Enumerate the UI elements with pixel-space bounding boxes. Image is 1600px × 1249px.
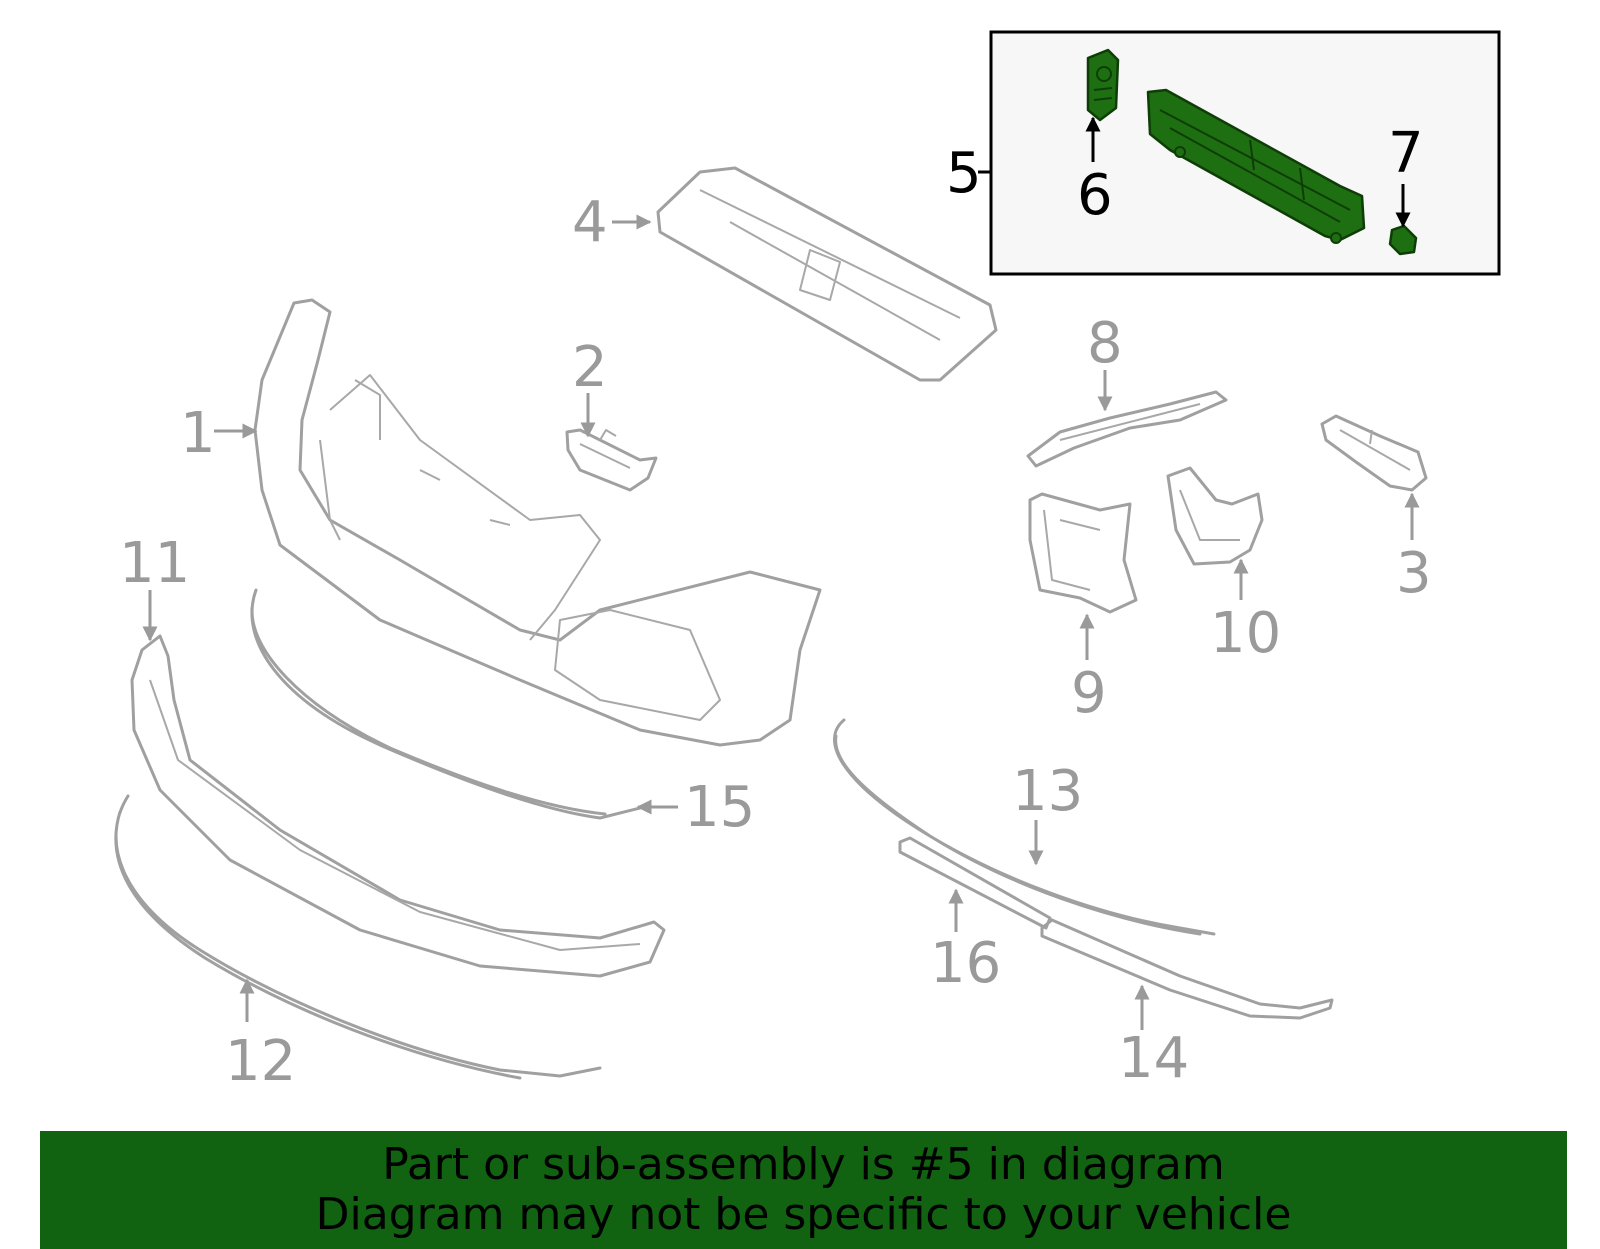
- callout-3: 3: [1396, 541, 1432, 606]
- callout-14: 14: [1118, 1026, 1189, 1091]
- callout-1: 1: [180, 401, 216, 466]
- part-5-air-guide-icon: [1146, 88, 1366, 244]
- callout-13: 13: [1012, 759, 1083, 824]
- part-15-molding: [250, 588, 642, 820]
- callout-5: 5: [946, 141, 982, 206]
- part-9-reflector-bracket: [1028, 492, 1138, 614]
- part-13-trim-strip: [833, 718, 1216, 936]
- banner-line-2: Diagram may not be specific to your vehi…: [315, 1189, 1292, 1240]
- banner-line-1: Part or sub-assembly is #5 in diagram: [382, 1139, 1225, 1190]
- part-4-upper-shield: [656, 166, 998, 382]
- callout-16: 16: [930, 931, 1001, 996]
- part-2-bracket: [565, 428, 658, 492]
- callout-6: 6: [1077, 163, 1113, 228]
- part-14-lower-strip: [1040, 918, 1334, 1020]
- part-6-clip-icon: [1086, 48, 1120, 122]
- part-8-side-bracket: [1026, 390, 1228, 468]
- callout-2: 2: [572, 335, 608, 400]
- part-1-bumper-cover: [253, 298, 822, 747]
- part-11-lower-valance: [130, 634, 666, 978]
- part-10-bracket: [1166, 466, 1264, 566]
- callout-10: 10: [1210, 601, 1281, 666]
- callout-12: 12: [225, 1029, 296, 1094]
- part-5-inset: 5 6 7: [946, 30, 1501, 276]
- info-banner: Part or sub-assembly is #5 in diagram Di…: [40, 1131, 1567, 1249]
- callout-15: 15: [684, 775, 755, 840]
- part-12-trim-strip: [114, 794, 602, 1080]
- callout-11: 11: [119, 531, 190, 596]
- callout-7: 7: [1388, 121, 1424, 186]
- callout-4: 4: [572, 190, 608, 255]
- part-3-corner-bracket: [1320, 414, 1428, 492]
- callout-9: 9: [1071, 661, 1107, 726]
- callout-8: 8: [1087, 311, 1123, 376]
